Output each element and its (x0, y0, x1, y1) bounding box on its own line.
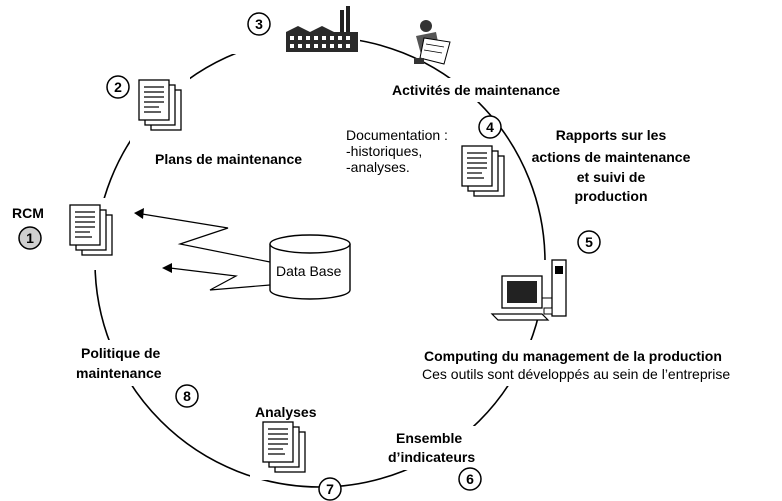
svg-text:1: 1 (26, 230, 34, 246)
activities-label: Activités de maintenance (392, 82, 560, 98)
step-5-number: 5 (577, 230, 601, 254)
plans-label: Plans de maintenance (155, 151, 302, 167)
documentation-item: -analyses. (346, 159, 410, 175)
documentation-item: -historiques, (346, 143, 422, 159)
step-1-number: 1 (18, 226, 42, 250)
step-4-number: 4 (478, 115, 502, 139)
analyses-document-stack-icon (262, 421, 306, 473)
step-8-number: 8 (175, 384, 199, 408)
reports-document-stack-icon (461, 145, 505, 197)
svg-text:5: 5 (585, 234, 593, 250)
step-3-number: 3 (247, 12, 271, 36)
step-7-number: 7 (318, 477, 342, 501)
documentation-title: Documentation : (346, 127, 448, 143)
svg-text:3: 3 (255, 16, 263, 32)
rcm-label: RCM (12, 205, 44, 221)
worker-icon (414, 20, 451, 65)
svg-text:8: 8 (183, 388, 191, 404)
svg-text:4: 4 (486, 119, 494, 135)
indicators-label-line: Ensemble (396, 430, 462, 446)
rcm-document-stack-icon (69, 204, 113, 256)
factory-icon (286, 6, 358, 52)
computer-icon (490, 259, 567, 321)
reports-label-line: Rapports sur les (556, 127, 667, 143)
svg-text:6: 6 (466, 471, 474, 487)
reports-label-line: actions de maintenance (532, 149, 691, 165)
computing-sublabel: Ces outils sont développés au sein de l’… (422, 366, 730, 382)
arrow-icon (141, 213, 271, 291)
database-label: Data Base (276, 263, 342, 279)
policy-label-line: Politique de (81, 345, 161, 361)
indicators-label-line: d’indicateurs (388, 449, 475, 465)
step-6-number: 6 (458, 467, 482, 491)
reports-label-line: et suivi de (577, 169, 646, 185)
svg-text:7: 7 (326, 481, 334, 497)
step-2-number: 2 (106, 75, 130, 99)
database-icon (269, 234, 351, 300)
reports-label-line: production (574, 188, 647, 204)
svg-text:2: 2 (114, 79, 122, 95)
policy-label-line: maintenance (76, 365, 162, 381)
plans-document-stack-icon (138, 79, 182, 131)
computing-label: Computing du management de la production (424, 348, 722, 364)
analyses-label: Analyses (255, 404, 317, 420)
